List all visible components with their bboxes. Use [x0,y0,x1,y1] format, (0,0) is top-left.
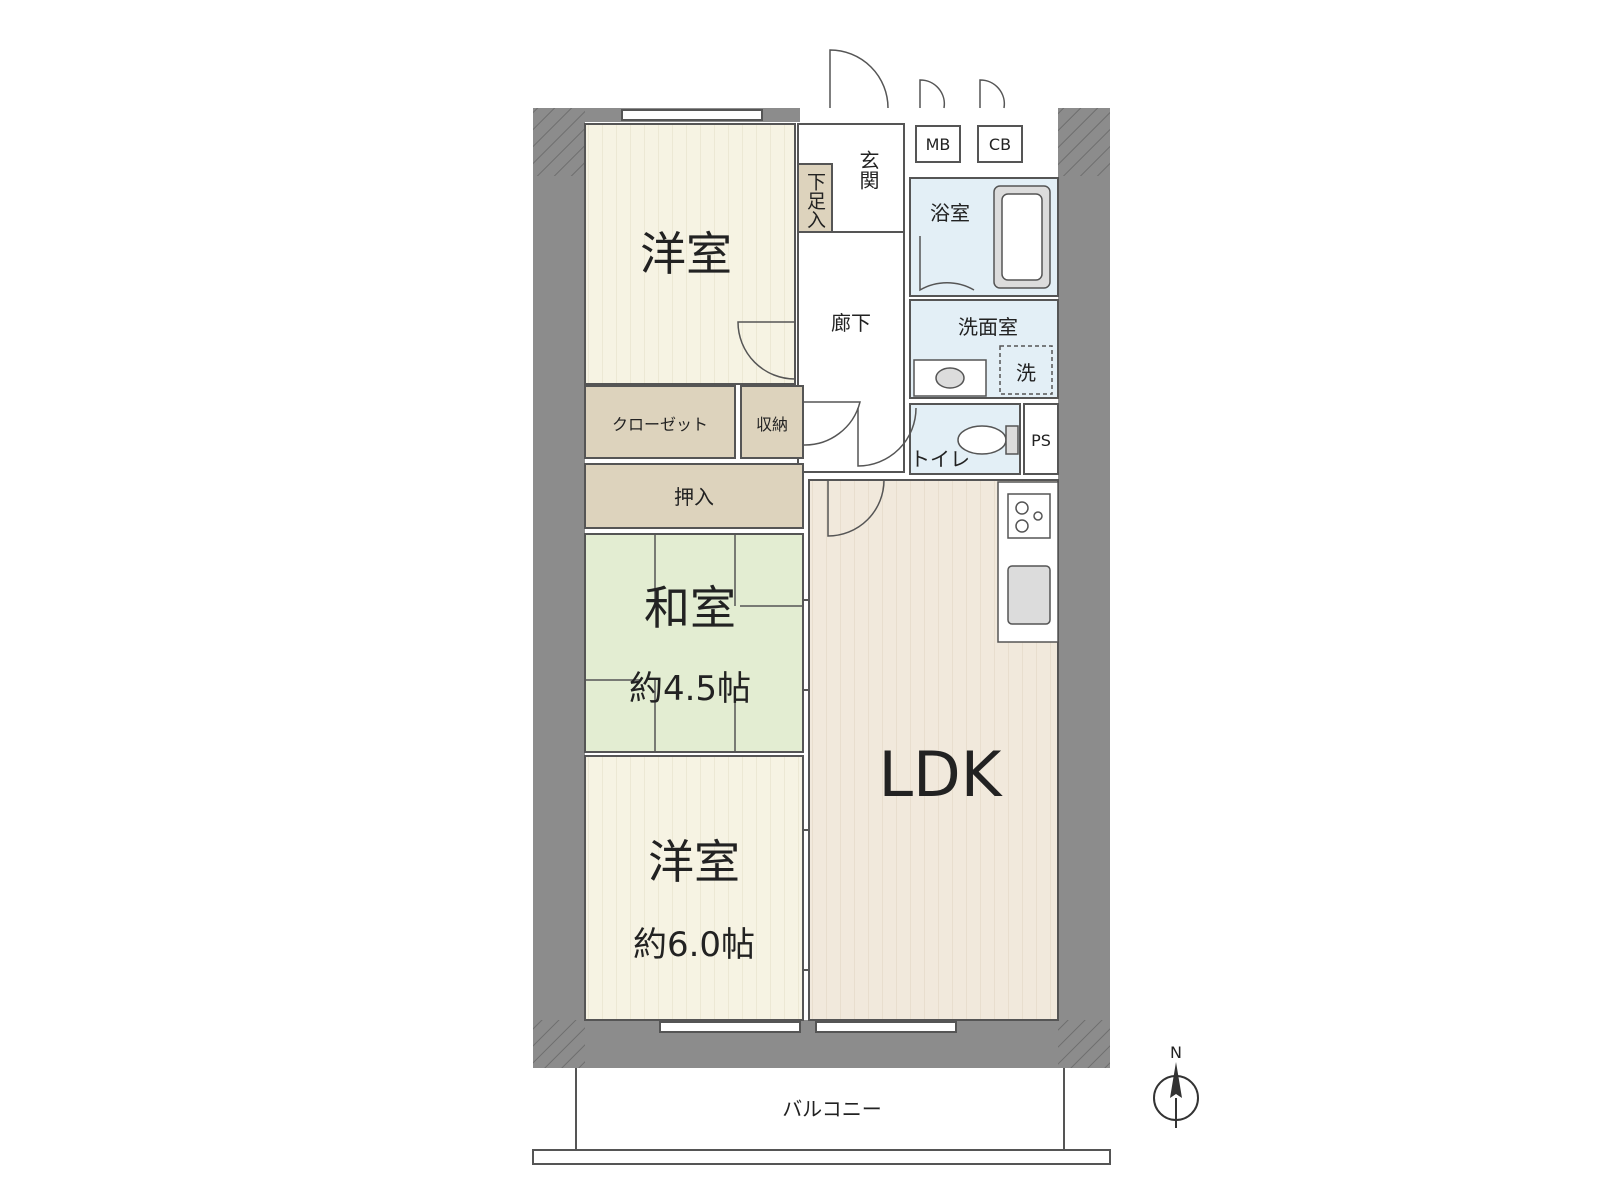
cb-box [977,125,1023,163]
pipe-space-label: PS [1031,431,1051,450]
japanese-room-label: 和室 [644,581,736,635]
washer-space [999,345,1053,395]
compass-north-label: N [1170,1043,1182,1062]
storage [740,385,804,459]
entrance-label: 玄関 [856,150,880,190]
doors [737,49,1006,537]
pipe-space [1023,403,1059,475]
toilet-label: トイレ [910,447,970,471]
japanese-room [584,533,804,753]
western-room-south-size: 約6.0帖 [633,925,755,965]
washroom-label: 洗面室 [958,315,1018,339]
oshiire [584,463,804,529]
oshiire-label: 押入 [674,485,714,509]
corridor [797,231,905,473]
balcony [532,1065,1111,1165]
ldk-label: LDK [879,738,1003,811]
tatami-lines [585,534,803,752]
western-room-south-label: 洋室 [648,835,740,889]
toilet-icon [957,425,1019,455]
japanese-room-size: 約4.5帖 [629,669,751,709]
bathtub-icon [993,185,1051,289]
closet [584,385,736,459]
closet-label: クローゼット [612,415,708,434]
compass-icon: N [1153,1043,1199,1128]
balcony-label: バルコニー [782,1097,882,1121]
western-room-south [584,755,804,1021]
windows [621,109,957,1033]
shoe-storage-label: 下足入 [804,172,826,229]
cb-label: CB [989,135,1011,154]
washbasin-icon [913,359,987,397]
stove-icon [1007,493,1051,539]
bath-label: 浴室 [930,201,970,225]
mb-label: MB [926,135,951,154]
western-room-north-label: 洋室 [640,227,732,281]
corridor-label: 廊下 [831,311,871,335]
shoe-storage [797,163,833,241]
washer-label: 洗 [1016,361,1036,385]
sink-icon [1007,565,1051,625]
mb-box [915,125,961,163]
western-room-north [584,123,796,385]
storage-label: 収納 [756,415,788,434]
